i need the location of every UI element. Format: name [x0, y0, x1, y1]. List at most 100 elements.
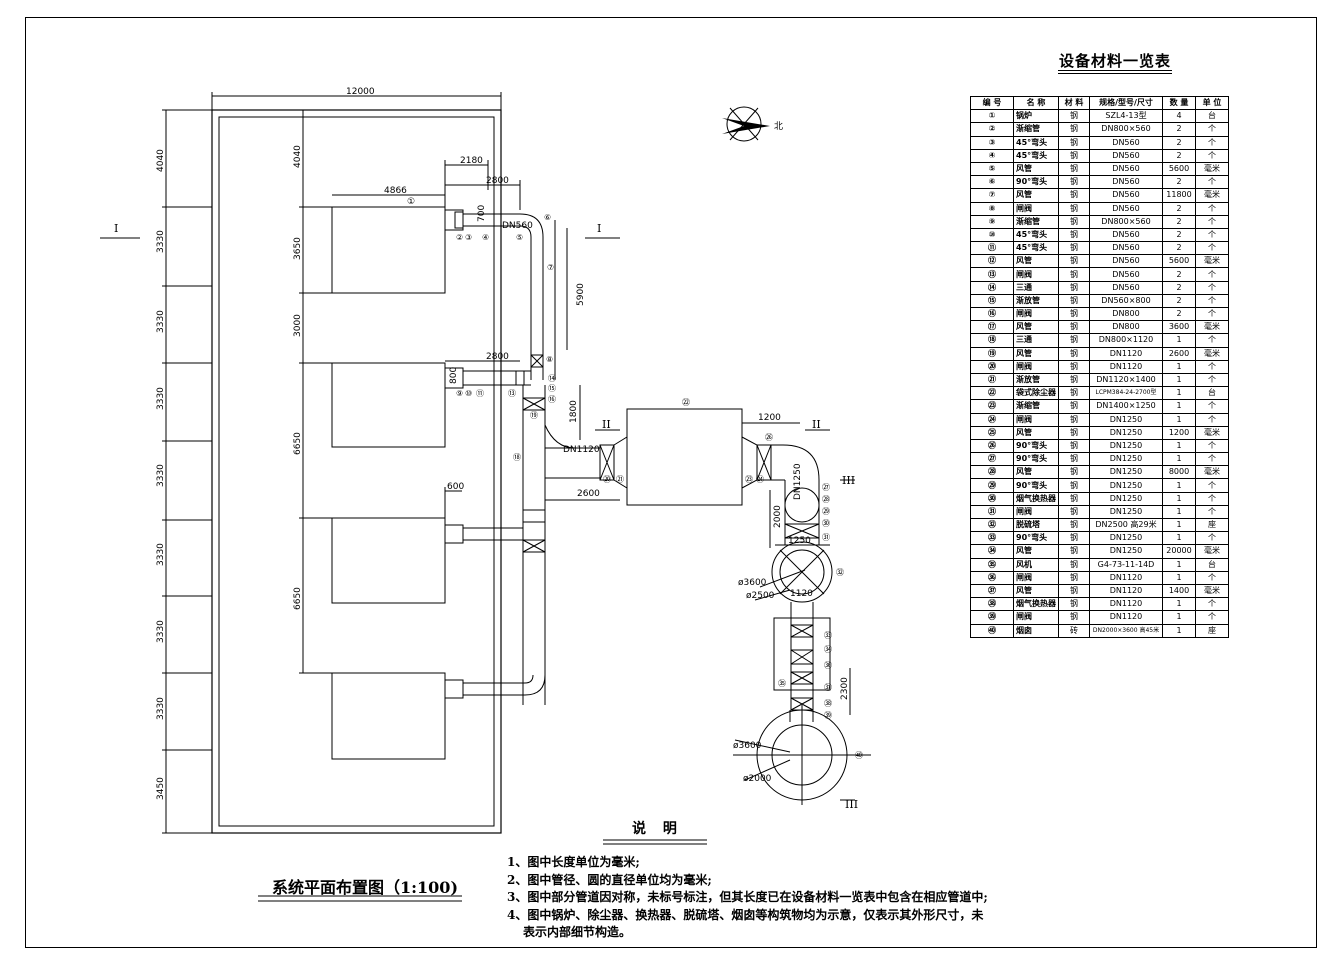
cell-name: 90°弯头 [1013, 175, 1059, 190]
cell-spec: DN1120 [1089, 359, 1163, 374]
svg-text:⑤: ⑤ [516, 233, 523, 242]
cell-material: 钢 [1058, 267, 1090, 282]
cell-material: 钢 [1058, 227, 1090, 243]
cell-material: 钢 [1058, 306, 1090, 322]
cell-unit: 个 [1195, 491, 1229, 506]
cell-qty: 2 [1162, 293, 1196, 309]
svg-text:2000: 2000 [773, 505, 783, 528]
cell-name: 渐放管 [1013, 293, 1059, 309]
cell-name: 风管 [1013, 583, 1059, 599]
dim-1120: 1120 [790, 589, 813, 599]
cell-no: ① [970, 109, 1014, 124]
dim-2180: 2180 [460, 156, 483, 166]
cell-no: ㊳ [970, 597, 1014, 612]
cell-unit: 个 [1195, 241, 1229, 256]
cell-material: 钢 [1058, 122, 1090, 137]
boiler-3 [331, 517, 446, 604]
cell-name: 风管 [1013, 544, 1059, 559]
drawing-title: 系统平面布置图（1:100) [272, 878, 459, 897]
cell-material: 钢 [1058, 254, 1090, 269]
svg-text:㊳: ㊳ [824, 699, 832, 708]
svg-text:3330: 3330 [156, 697, 166, 720]
cell-material: 钢 [1058, 214, 1090, 229]
note-2: 2、图中管径、圆的直径单位均为毫米; [507, 872, 712, 887]
cell-material: 钢 [1058, 412, 1090, 427]
cell-name: 45°弯头 [1013, 135, 1059, 150]
cell-qty: 1400 [1162, 583, 1196, 599]
baghouse [626, 408, 743, 506]
cell-no: ② [970, 122, 1014, 137]
cell-name: 渐放管 [1013, 372, 1059, 388]
svg-text:⑱: ⑱ [513, 453, 521, 462]
cell-spec: DN560 [1089, 254, 1163, 269]
cell-spec: DN800×560 [1089, 122, 1163, 137]
cell-qty: 1 [1162, 452, 1196, 467]
cell-name: 脱硫塔 [1013, 517, 1059, 533]
cell-material: 钢 [1058, 161, 1090, 177]
cell-unit: 个 [1195, 478, 1229, 493]
cell-name: 风管 [1013, 346, 1059, 361]
cell-name: 渐缩管 [1013, 214, 1059, 229]
cell-unit: 个 [1195, 372, 1229, 388]
svg-text:⑭: ⑭ [548, 374, 556, 383]
cell-name: 风管 [1013, 254, 1059, 269]
cell-material: 砖 [1058, 623, 1090, 638]
cell-unit: 个 [1195, 438, 1229, 454]
cell-spec: DN1250 [1089, 478, 1163, 493]
cell-spec: DN800×1120 [1089, 333, 1163, 348]
cell-spec: DN560 [1089, 280, 1163, 295]
drawing-frame [25, 17, 1317, 948]
table-title: 设备材料一览表 [1058, 52, 1171, 70]
svg-text:700: 700 [477, 205, 487, 222]
cell-no: ⑦ [970, 188, 1014, 203]
cell-spec: DN560 [1089, 148, 1163, 163]
cell-material: 钢 [1058, 438, 1090, 454]
boiler-2 [331, 362, 446, 448]
cell-material: 钢 [1058, 241, 1090, 256]
cell-unit: 台 [1195, 386, 1229, 401]
cell-spec: DN1250 [1089, 452, 1163, 467]
cell-unit: 个 [1195, 175, 1229, 190]
cell-spec: DN560 [1089, 135, 1163, 150]
cell-material: 钢 [1058, 359, 1090, 374]
dim-dia-3600: ø3600 [738, 578, 767, 588]
cell-material: 钢 [1058, 320, 1090, 335]
cell-spec: DN560 [1089, 188, 1163, 203]
dim-2800b: 2800 [486, 352, 509, 362]
cell-qty: 1 [1162, 359, 1196, 374]
note-4: 4、图中锅炉、除尘器、换热器、脱硫塔、烟囱等构筑物均为示意，仅表示其外形尺寸，未 [507, 907, 984, 922]
cell-qty: 1 [1162, 438, 1196, 454]
cell-unit: 个 [1195, 399, 1229, 414]
svg-text:3000: 3000 [293, 314, 303, 337]
cell-unit: 毫米 [1195, 188, 1229, 203]
cell-spec: DN560 [1089, 175, 1163, 190]
cell-no: ㉒ [970, 386, 1014, 401]
cell-material: 钢 [1058, 135, 1090, 150]
svg-text:DN1250: DN1250 [793, 463, 803, 500]
cell-spec: DN1120 [1089, 346, 1163, 361]
cell-name: 风管 [1013, 465, 1059, 480]
cell-name: 烟气换热器 [1013, 597, 1059, 612]
cell-qty: 8000 [1162, 465, 1196, 480]
cell-spec: DN1250 [1089, 544, 1163, 559]
cell-spec: DN560×800 [1089, 293, 1163, 309]
notes-title: 说 明 [632, 821, 683, 837]
cell-spec: DN1250 [1089, 465, 1163, 480]
svg-text:⑧: ⑧ [546, 355, 553, 364]
cell-unit: 个 [1195, 267, 1229, 282]
table-title-underline [1058, 70, 1172, 71]
svg-text:⑥: ⑥ [544, 213, 551, 222]
svg-text:③: ③ [465, 233, 472, 242]
cell-unit: 毫米 [1195, 346, 1229, 361]
cell-name: 风管 [1013, 188, 1059, 203]
cell-name: 风机 [1013, 557, 1059, 572]
cell-qty: 4 [1162, 109, 1196, 124]
cell-spec: DN560 [1089, 161, 1163, 177]
notes-list: 1、图中长度单位为毫米; 2、图中管径、圆的直径单位均为毫米; 3、图中部分管道… [507, 854, 988, 942]
cell-unit: 个 [1195, 135, 1229, 150]
cell-no: ⑫ [970, 254, 1014, 269]
